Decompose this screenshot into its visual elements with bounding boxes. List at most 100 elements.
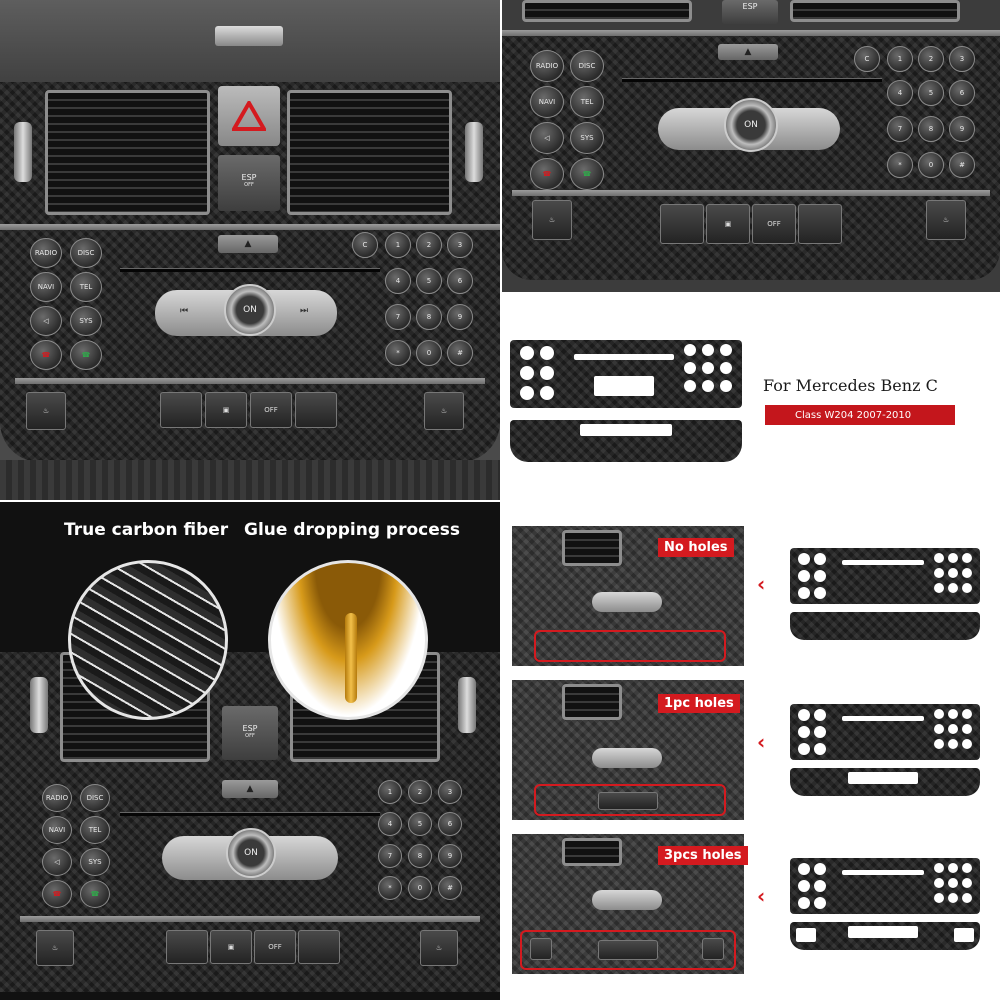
feature-seat-heat-left: ♨: [36, 930, 74, 966]
variant-trim-upper-2: [790, 704, 980, 760]
trim-cutout: [796, 928, 816, 942]
sys-button: SYS: [70, 306, 102, 336]
trim-button-hole: [962, 568, 972, 578]
closeup-clear: C: [854, 46, 880, 72]
key-5: 5: [416, 268, 442, 294]
trim-cutout: [842, 560, 924, 565]
key-star: *: [385, 340, 411, 366]
feature-vent-knob-right: [458, 677, 476, 733]
feature-disc: DISC: [80, 784, 110, 812]
trim-button-hole: [948, 553, 958, 563]
key-8: 8: [416, 304, 442, 330]
park-button: OFF: [250, 392, 292, 428]
variant-photo-3pcs-holes: [512, 834, 744, 974]
on-knob: ON: [224, 284, 276, 336]
key-0: 0: [416, 340, 442, 366]
closeup-key-8: 8: [918, 116, 944, 142]
glue-drop-closeup: [268, 560, 428, 720]
closeup-tel: TEL: [570, 86, 604, 118]
variant-label-no-holes: No holes: [658, 538, 734, 557]
right-air-vent: [287, 90, 452, 215]
feature-navi: NAVI: [42, 816, 72, 844]
closeup-sys: SYS: [570, 122, 604, 154]
trim-button-hole: [798, 726, 810, 738]
variant-trim-upper-1: [790, 548, 980, 604]
trim-button-hole: [962, 863, 972, 873]
vent-knob-left: [14, 122, 32, 182]
closeup-key-4: 4: [887, 80, 913, 106]
trim-button-hole: [934, 553, 944, 563]
trim-button-hole: [962, 724, 972, 734]
trim-button-hole: [720, 380, 732, 392]
key-7: 7: [385, 304, 411, 330]
feature-on-knob: ON: [226, 828, 276, 878]
feature-key-7: 7: [378, 844, 402, 868]
key-2: 2: [416, 232, 442, 258]
trim-button-hole: [814, 863, 826, 875]
eject-button: ▲: [218, 235, 278, 253]
trim-button-hole: [814, 897, 826, 909]
carbon-fiber-label: True carbon fiber: [64, 520, 229, 540]
closeup-key-star: *: [887, 152, 913, 178]
variant-arrow-2: ‹: [757, 730, 766, 754]
trim-button-hole: [934, 724, 944, 734]
feature-key-0: 0: [408, 876, 432, 900]
feature-key-8: 8: [408, 844, 432, 868]
closeup-btn-4: [798, 204, 842, 244]
v1-highlight-box: [534, 630, 726, 662]
trim-button-hole: [798, 709, 810, 721]
closeup-key-1: 1: [887, 46, 913, 72]
closeup-hangup: ☎: [530, 158, 564, 190]
esp-off-label: OFF: [244, 182, 254, 188]
feature-sys: SYS: [80, 848, 110, 876]
key-6: 6: [447, 268, 473, 294]
feature-tel: TEL: [80, 816, 110, 844]
closeup-on-knob: ON: [724, 98, 778, 152]
carbon-weave-closeup: [68, 560, 228, 720]
trim-button-hole: [814, 709, 826, 721]
v2-vent: [562, 684, 622, 720]
closeup-trim-top: [502, 30, 1000, 36]
tel-button: TEL: [70, 272, 102, 302]
feature-call: ☎: [80, 880, 110, 908]
trim-lower-piece: [510, 420, 742, 462]
feature-vent-knob-left: [30, 677, 48, 733]
v3-seat-hole-right: [702, 938, 724, 960]
trim-button-hole: [520, 386, 534, 400]
trim-upper-piece: [510, 340, 742, 408]
variant-arrow-1: ‹: [757, 572, 766, 596]
closeup-call: ☎: [570, 158, 604, 190]
feature-trim-lower: [20, 916, 480, 922]
closeup-key-5: 5: [918, 80, 944, 106]
feature-btn-4: [298, 930, 340, 964]
variant-trim-lower-3: [790, 922, 980, 950]
trim-button-hole: [962, 553, 972, 563]
trim-button-hole: [702, 362, 714, 374]
trim-button-hole: [948, 568, 958, 578]
key-3: 3: [447, 232, 473, 258]
closeup-esp-label: ESP: [742, 2, 758, 11]
cd-slot: [120, 268, 380, 272]
hangup-icon: ☎: [41, 351, 51, 359]
trim-button-hole: [798, 743, 810, 755]
v3-button-hole: [598, 940, 658, 960]
glue-drip: [345, 613, 357, 703]
product-title: For Mercedes Benz C: [763, 376, 938, 395]
trim-button-hole: [814, 553, 826, 565]
trim-cutout: [848, 926, 918, 938]
closeup-key-9: 9: [949, 116, 975, 142]
hangup-button: ☎: [30, 340, 62, 370]
v3-seat-hole-left: [530, 938, 552, 960]
product-subtitle: Class W204 2007-2010: [765, 405, 955, 425]
trim-cutout: [594, 376, 654, 396]
closeup-navi: NAVI: [530, 86, 564, 118]
left-air-vent: [45, 90, 210, 215]
trim-button-hole: [798, 880, 810, 892]
trim-button-hole: [962, 739, 972, 749]
trim-button-hole: [814, 880, 826, 892]
key-4: 4: [385, 268, 411, 294]
trim-button-hole: [540, 366, 554, 380]
